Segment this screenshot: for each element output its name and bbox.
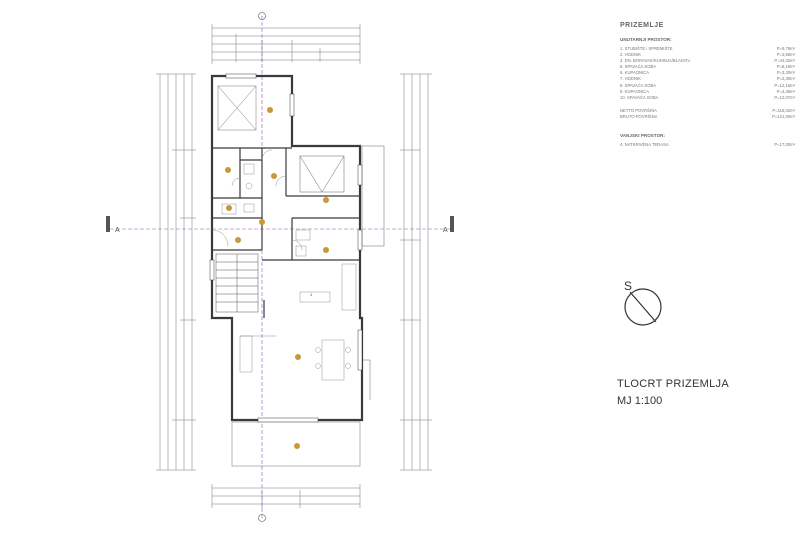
room-name: 8. SPAVAĆA SOBA <box>620 82 657 88</box>
dimension-lines-top <box>211 24 361 64</box>
section-mark-right <box>450 216 454 232</box>
room-name: 2. HODNIK <box>620 52 641 58</box>
light-markers <box>225 107 329 449</box>
legend-row: 10. SPAVAĆA SOBA P=12,07m² <box>620 95 795 101</box>
dimension-lines-right <box>400 73 432 471</box>
interior-walls <box>212 147 360 318</box>
living-furniture <box>239 335 351 381</box>
drawing-scale: MJ 1:100 <box>617 395 663 407</box>
door-swings <box>211 149 303 251</box>
north-arrow <box>624 288 662 326</box>
room-name: 3. DN. BORAVAK/KUHINJA/BLAGOV. <box>620 58 691 64</box>
legend-title: PRIZEMLJE <box>620 22 664 29</box>
section-mark-left-label: A <box>115 227 120 234</box>
legend-row: 3. DN. BORAVAK/KUHINJA/BLAGOV. P=44,02m² <box>620 58 795 64</box>
axis-marker-bottom <box>258 514 266 522</box>
storage-area <box>217 85 257 131</box>
legend-row: 6. KUPAONICA P=3,30m² <box>620 70 795 76</box>
room-area: P=44,02m² <box>774 58 795 64</box>
room-name: 5. SPAVAĆA SOBA <box>620 64 657 70</box>
exterior-heading: VANJSKI PROSTOR: <box>620 133 666 139</box>
netto-label: NETTO POVRŠINA <box>620 107 657 113</box>
axis-marker-top <box>258 12 266 20</box>
exterior-walls <box>210 74 364 422</box>
brutto-area-row: BRUTO POVRŠINA P=121,50m² <box>620 114 795 120</box>
exterior-room-list: 4. NATKRIVENA TERASA P=17,00m² <box>620 142 795 148</box>
north-arrow-letter: S <box>624 279 632 293</box>
kitchen-counter <box>299 263 357 311</box>
room-area: P=2,30m² <box>776 76 795 82</box>
section-mark-left <box>106 216 110 232</box>
legend-row: 4. NATKRIVENA TERASA P=17,00m² <box>620 142 795 148</box>
bed <box>299 155 345 193</box>
brutto-value: P=121,50m² <box>772 113 795 119</box>
dimension-lines-left <box>156 73 196 471</box>
covered-terrace <box>231 421 361 467</box>
room-label-living: 4 <box>310 292 313 297</box>
room-area: P=3,66m² <box>776 52 795 58</box>
section-axis-lines <box>110 16 450 520</box>
legend-row: 1. STUBIŠTE i SPREMIŠTE P=9,79m² <box>620 46 795 52</box>
room-area: P=3,30m² <box>776 70 795 76</box>
room-area: P=12,16m² <box>774 82 795 88</box>
interior-heading: UNUTARNJI PROSTOR: <box>620 37 672 42</box>
netto-value: P=116,02m² <box>772 107 795 113</box>
netto-area-row: NETTO POVRŠINA P=116,02m² <box>620 108 795 114</box>
title-block: TLOCRT PRIZEMLJA MJ 1:100 <box>617 378 729 407</box>
area-legend: PRIZEMLJE UNUTARNJI PROSTOR: 1. STUBIŠTE… <box>620 22 795 148</box>
room-area: P=12,07m² <box>774 94 795 100</box>
legend-row: 5. SPAVAĆA SOBA P=8,19m² <box>620 64 795 70</box>
room-name: 9. KUPAONICA <box>620 88 650 94</box>
room-area: P=17,00m² <box>774 142 795 148</box>
room-area: P=9,79m² <box>776 46 795 51</box>
drawing-title: TLOCRT PRIZEMLJA <box>617 378 729 390</box>
windows <box>209 73 363 423</box>
dimension-lines-bottom <box>211 484 361 508</box>
legend-row: 9. KUPAONICA P=4,36m² <box>620 89 795 95</box>
bathroom-fixtures <box>221 163 311 257</box>
brutto-label: BRUTO POVRŠINA <box>620 113 658 119</box>
side-canopy <box>361 145 385 400</box>
room-name: 4. NATKRIVENA TERASA <box>620 142 669 148</box>
legend-row: 7. HODNIK P=2,30m² <box>620 76 795 82</box>
staircase <box>215 253 259 313</box>
room-name: 6. KUPAONICA <box>620 70 650 76</box>
section-mark-right-label: A <box>443 227 448 234</box>
room-name: 1. STUBIŠTE i SPREMIŠTE <box>620 46 673 51</box>
legend-row: 2. HODNIK P=3,66m² <box>620 52 795 58</box>
room-name: 7. HODNIK <box>620 76 641 82</box>
legend-row: 8. SPAVAĆA SOBA P=12,16m² <box>620 83 795 89</box>
room-name: 10. SPAVAĆA SOBA <box>620 94 659 100</box>
room-area: P=4,36m² <box>776 88 795 94</box>
room-area: P=8,19m² <box>776 64 795 70</box>
